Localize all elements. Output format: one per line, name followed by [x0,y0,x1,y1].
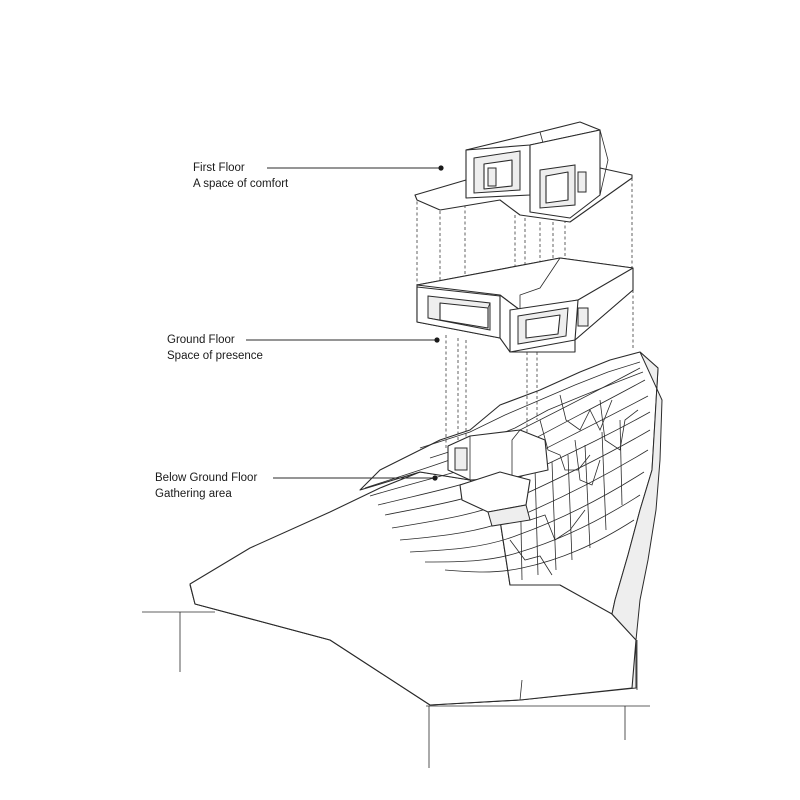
label-first-floor-title: First Floor [193,162,245,174]
below-ground-volume [447,429,549,527]
ground-floor-volume [416,257,634,353]
label-ground-floor: Ground Floor Space of presence [167,332,263,364]
terrain-contours [364,361,651,581]
first-floor-volume [414,121,633,223]
label-below-ground-floor-title: Below Ground Floor [155,472,258,484]
leader-dot-first-floor [438,165,444,171]
terrain-block [189,351,663,706]
label-below-ground-floor-subtitle: Gathering area [155,488,232,500]
label-first-floor-subtitle: A space of comfort [193,178,289,190]
label-ground-floor-title: Ground Floor [167,334,235,346]
reference-lines [142,611,650,768]
leader-dot-below-ground-floor [432,475,438,481]
label-ground-floor-subtitle: Space of presence [167,350,263,362]
leader-dot-ground-floor [434,337,440,343]
label-below-ground-floor: Below Ground Floor Gathering area [155,470,257,502]
leader-lines [246,165,444,481]
label-first-floor: First Floor A space of comfort [193,160,288,192]
